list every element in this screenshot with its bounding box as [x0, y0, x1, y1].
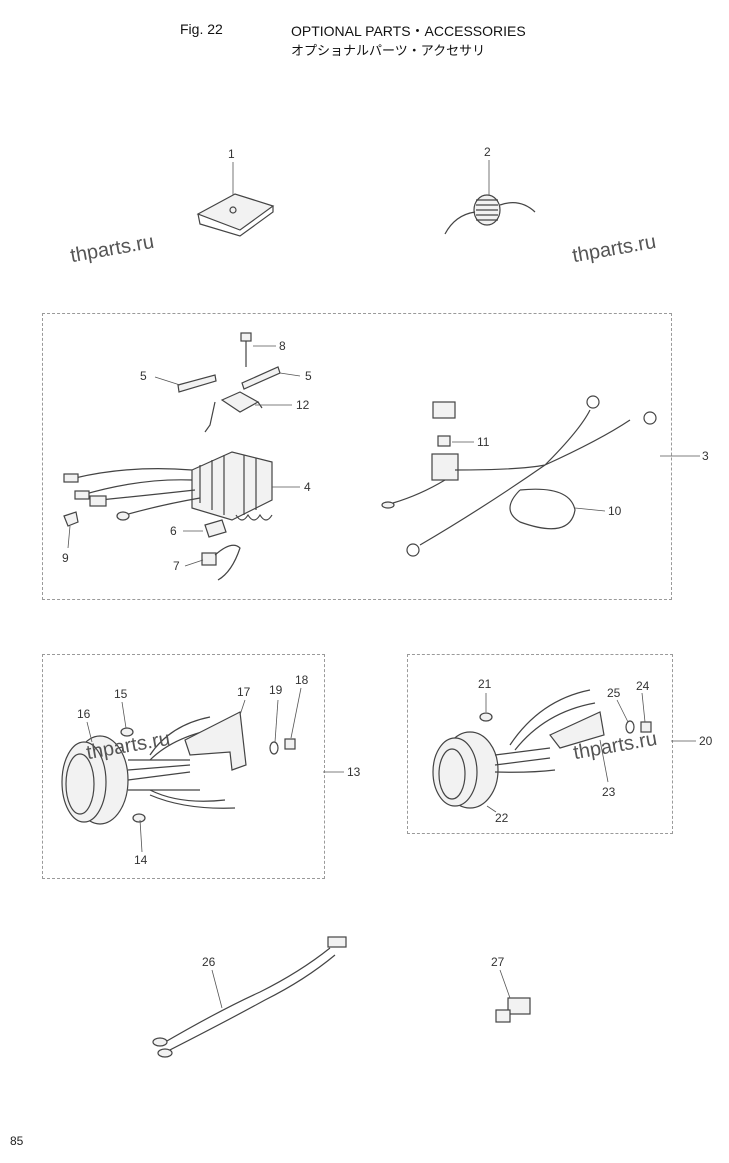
- callout-3: 3: [702, 449, 709, 463]
- part-26-cable: [152, 936, 347, 1058]
- callout-13: 13: [347, 765, 361, 779]
- callout-17: 17: [237, 685, 251, 699]
- callout-27: 27: [491, 955, 505, 969]
- group-box-gauge: [407, 654, 673, 834]
- page-subtitle-jp: オプショナルパーツ・アクセサリ: [291, 43, 486, 58]
- callout-8: 8: [279, 339, 286, 353]
- part-1-pad: [196, 193, 275, 237]
- part-8-bolt: [240, 332, 252, 367]
- callout-20: 20: [699, 734, 713, 748]
- page-title: OPTIONAL PARTS・ACCESSORIES: [291, 23, 526, 39]
- part-3-harness: [381, 395, 657, 557]
- part-2-coil: [444, 194, 536, 235]
- callout-19: 19: [269, 683, 283, 697]
- callout-5b: 5: [305, 369, 312, 383]
- figure-label: Fig. 22: [180, 21, 223, 37]
- part-5-plate-right: [241, 366, 281, 390]
- group-box-tachometer: [42, 654, 325, 879]
- callout-18: 18: [295, 673, 309, 687]
- part-12-bracket: [204, 391, 263, 433]
- leader-lines: [67, 160, 700, 1009]
- callout-labels: 1 2 3 4 5 5 6 7 8 9 10 11 12 13 14 15 16…: [62, 145, 713, 969]
- part-9-cap: [63, 511, 79, 527]
- page-number: 85: [10, 1134, 24, 1148]
- callout-10: 10: [608, 504, 622, 518]
- group-box-regulator-harness: [42, 313, 672, 600]
- callout-11: 11: [477, 435, 490, 449]
- part-27-plug: [495, 997, 531, 1023]
- callout-26: 26: [202, 955, 216, 969]
- callout-25: 25: [607, 686, 621, 700]
- part-5-plate-left: [177, 374, 217, 393]
- callout-4: 4: [304, 480, 311, 494]
- part-20-gauge: [432, 689, 652, 809]
- callout-24: 24: [636, 679, 650, 693]
- part-6-pad: [204, 519, 227, 538]
- part-7-clamp: [201, 544, 241, 581]
- callout-12: 12: [296, 398, 310, 412]
- callout-23: 23: [602, 785, 616, 799]
- callout-16: 16: [77, 707, 91, 721]
- part-13-tachometer: [61, 711, 296, 825]
- part-4-regulator: [63, 451, 273, 521]
- callout-6: 6: [170, 524, 177, 538]
- callout-14: 14: [134, 853, 148, 867]
- callout-15: 15: [114, 687, 128, 701]
- callout-5a: 5: [140, 369, 147, 383]
- callout-1: 1: [228, 147, 235, 161]
- callout-21: 21: [478, 677, 492, 691]
- callout-9: 9: [62, 551, 69, 565]
- callout-2: 2: [484, 145, 491, 159]
- callout-22: 22: [495, 811, 509, 825]
- callout-7: 7: [173, 559, 180, 573]
